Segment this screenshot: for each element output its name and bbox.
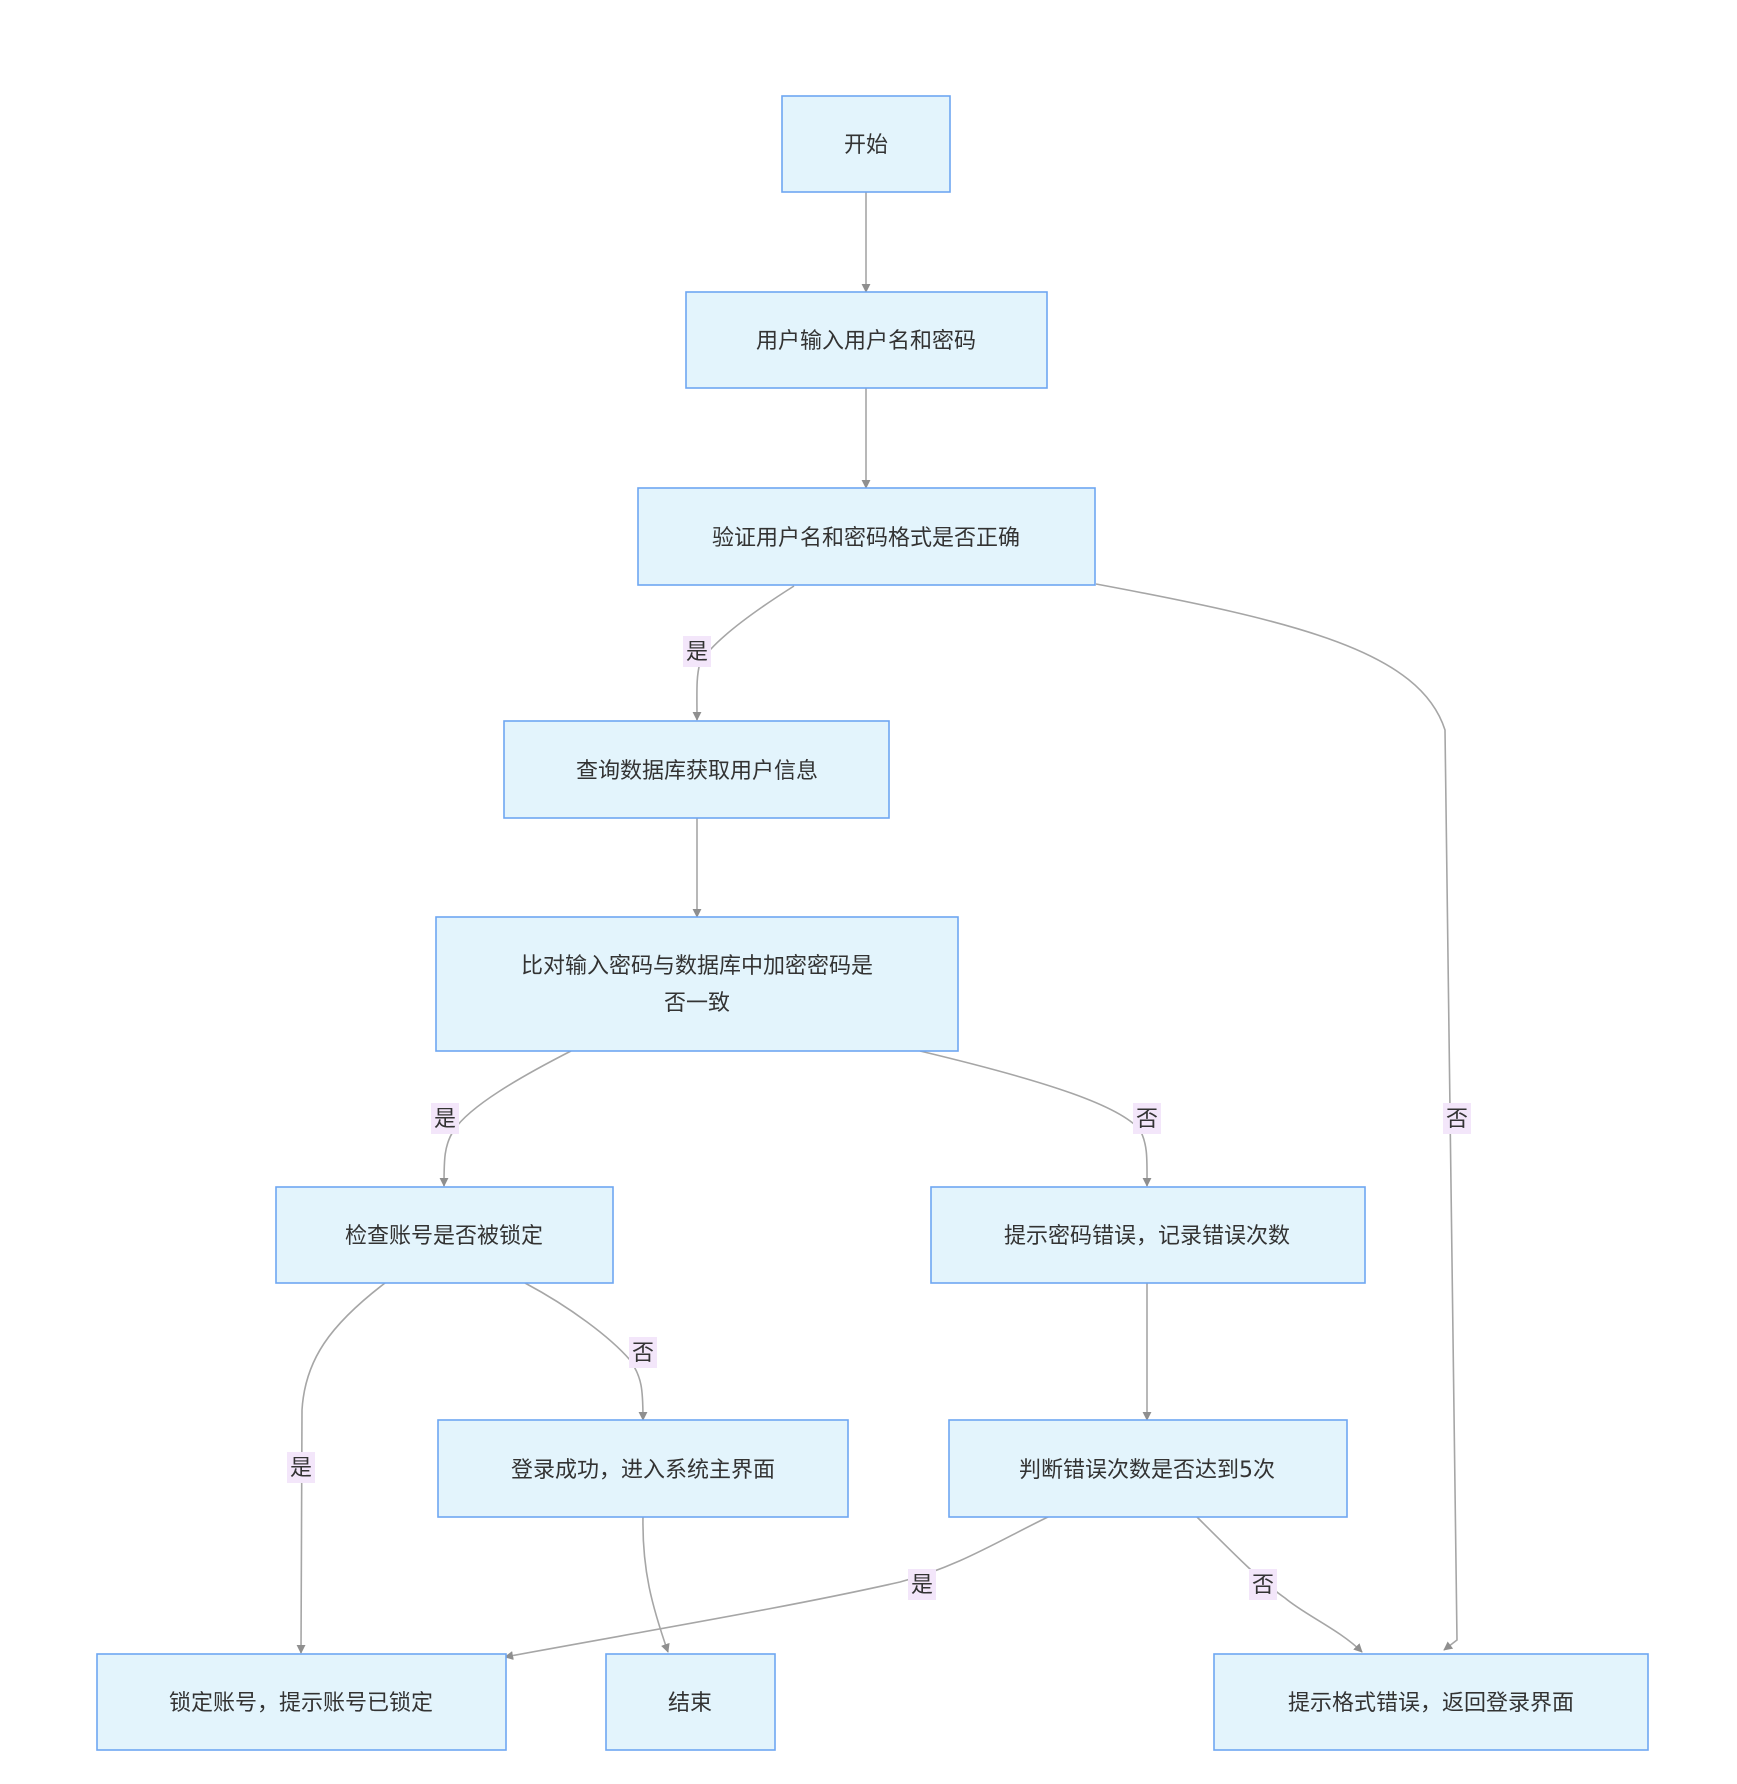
svg-text:是: 是 <box>911 1573 933 1598</box>
edge-label-count-yes: 是 <box>908 1569 936 1600</box>
svg-text:登录成功，进入系统主界面: 登录成功，进入系统主界面 <box>511 1458 775 1483</box>
edge-compare-to-check-lock <box>439 1050 572 1187</box>
svg-text:判断错误次数是否达到5次: 判断错误次数是否达到5次 <box>1019 1458 1275 1483</box>
edge-success-to-end <box>642 1515 670 1653</box>
svg-text:结束: 结束 <box>668 1691 712 1716</box>
edge-check-lock-to-lock <box>296 1282 386 1654</box>
edge-check-lock-to-success <box>524 1282 648 1421</box>
edge-count-to-format-error <box>1195 1515 1363 1653</box>
edge-label-validate-no: 否 <box>1443 1103 1471 1134</box>
node-input: 用户输入用户名和密码 <box>685 291 1048 389</box>
svg-text:比对输入密码与数据库中加密密码是: 比对输入密码与数据库中加密密码是 <box>521 954 873 979</box>
node-format-error: 提示格式错误，返回登录界面 <box>1213 1653 1649 1751</box>
svg-text:否一致: 否一致 <box>664 991 730 1016</box>
svg-text:开始: 开始 <box>844 133 888 158</box>
node-query: 查询数据库获取用户信息 <box>503 720 890 819</box>
edge-compare-to-wrong-pwd <box>919 1050 1152 1187</box>
svg-text:检查账号是否被锁定: 检查账号是否被锁定 <box>345 1224 543 1249</box>
svg-text:是: 是 <box>686 640 708 665</box>
svg-text:提示密码错误，记录错误次数: 提示密码错误，记录错误次数 <box>1004 1224 1290 1249</box>
node-count-check: 判断错误次数是否达到5次 <box>948 1419 1348 1518</box>
edge-label-count-no: 否 <box>1249 1569 1277 1600</box>
edge-label-lock-no: 否 <box>629 1337 657 1368</box>
node-lock-account: 锁定账号，提示账号已锁定 <box>96 1653 507 1751</box>
edge-validate-to-format-error <box>1095 583 1458 1651</box>
node-login-success: 登录成功，进入系统主界面 <box>437 1419 849 1518</box>
node-compare: 比对输入密码与数据库中加密密码是 否一致 <box>435 916 959 1052</box>
svg-text:验证用户名和密码格式是否正确: 验证用户名和密码格式是否正确 <box>712 526 1020 551</box>
svg-text:查询数据库获取用户信息: 查询数据库获取用户信息 <box>576 759 818 784</box>
edge-label-compare-no: 否 <box>1133 1103 1161 1134</box>
svg-text:否: 否 <box>1252 1573 1274 1598</box>
svg-text:是: 是 <box>434 1107 456 1132</box>
node-wrong-password: 提示密码错误，记录错误次数 <box>930 1186 1366 1284</box>
svg-text:否: 否 <box>1446 1107 1468 1132</box>
node-check-lock: 检查账号是否被锁定 <box>275 1186 614 1284</box>
svg-text:锁定账号，提示账号已锁定: 锁定账号，提示账号已锁定 <box>169 1691 433 1716</box>
svg-text:否: 否 <box>1136 1107 1158 1132</box>
node-start: 开始 <box>781 95 951 193</box>
edge-label-lock-yes: 是 <box>287 1452 315 1483</box>
node-end: 结束 <box>605 1653 776 1751</box>
svg-text:是: 是 <box>290 1456 312 1481</box>
edge-count-to-lock <box>504 1515 1051 1660</box>
node-validate: 验证用户名和密码格式是否正确 <box>637 487 1096 586</box>
edge-label-validate-yes: 是 <box>683 636 711 667</box>
edge-validate-to-query <box>692 585 795 721</box>
svg-text:否: 否 <box>632 1341 654 1366</box>
svg-text:用户输入用户名和密码: 用户输入用户名和密码 <box>756 329 976 354</box>
edge-label-compare-yes: 是 <box>431 1103 459 1134</box>
svg-text:提示格式错误，返回登录界面: 提示格式错误，返回登录界面 <box>1288 1691 1574 1716</box>
